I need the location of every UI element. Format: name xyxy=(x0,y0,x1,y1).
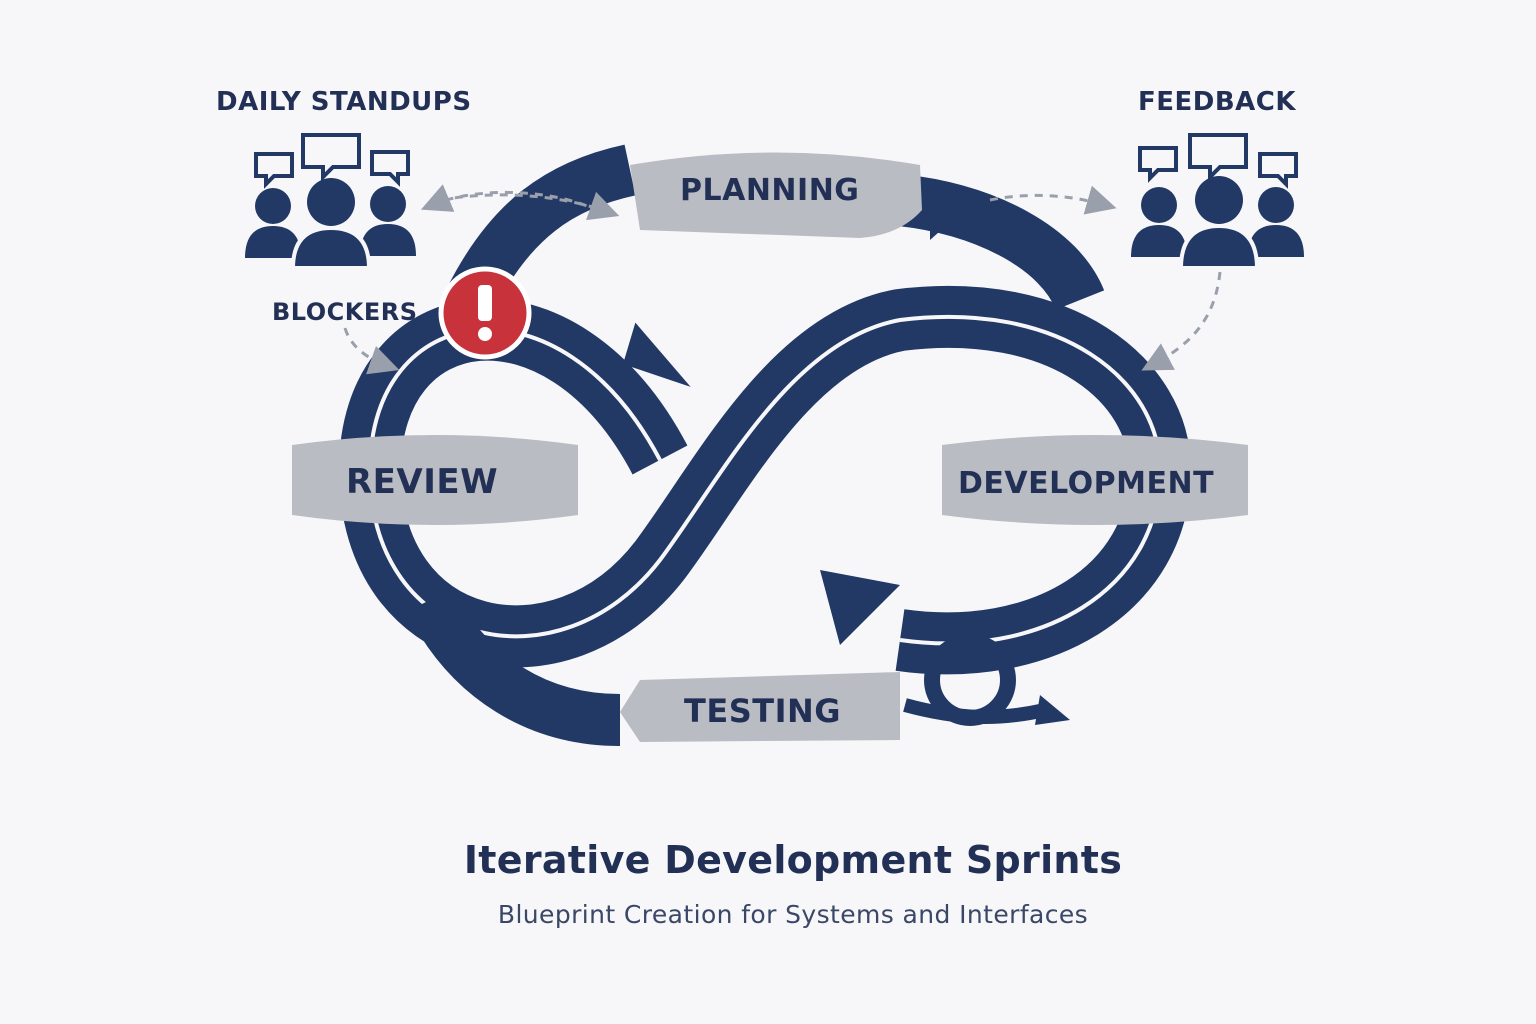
stage-development xyxy=(942,435,1248,525)
stage-review xyxy=(292,435,578,525)
dashed-arrow-standups xyxy=(420,184,601,214)
stage-label-review: REVIEW xyxy=(346,462,499,502)
arrowhead-planning xyxy=(930,190,975,240)
label-daily-standups: DAILY STANDUPS xyxy=(216,87,472,117)
dashed-arrow-standups-2 xyxy=(439,191,620,221)
arrowhead-center xyxy=(623,322,691,387)
outer-arc-right xyxy=(896,174,1105,311)
label-blockers: BLOCKERS xyxy=(272,298,418,326)
stage-testing xyxy=(620,672,900,742)
diagram-subtitle: Blueprint Creation for Systems and Inter… xyxy=(497,900,1089,929)
stage-label-testing: TESTING xyxy=(684,692,842,730)
diagram-title: Iterative Development Sprints xyxy=(463,838,1123,882)
dashed-arrow-blockers xyxy=(343,327,400,375)
exclamation-alert-icon xyxy=(438,266,532,360)
dashed-arrow-feedback-down xyxy=(1141,271,1222,371)
stage-label-development: DEVELOPMENT xyxy=(958,466,1215,501)
team-chat-icon-right xyxy=(1131,133,1304,270)
mini-loop-icon xyxy=(903,634,1070,726)
team-chat-icon-left xyxy=(245,133,416,270)
arrowhead-lower xyxy=(820,570,900,645)
stage-planning xyxy=(630,152,922,238)
stage-label-planning: PLANNING xyxy=(680,173,860,208)
outer-arc-bottom xyxy=(406,587,621,746)
label-feedback: FEEDBACK xyxy=(1138,87,1297,117)
